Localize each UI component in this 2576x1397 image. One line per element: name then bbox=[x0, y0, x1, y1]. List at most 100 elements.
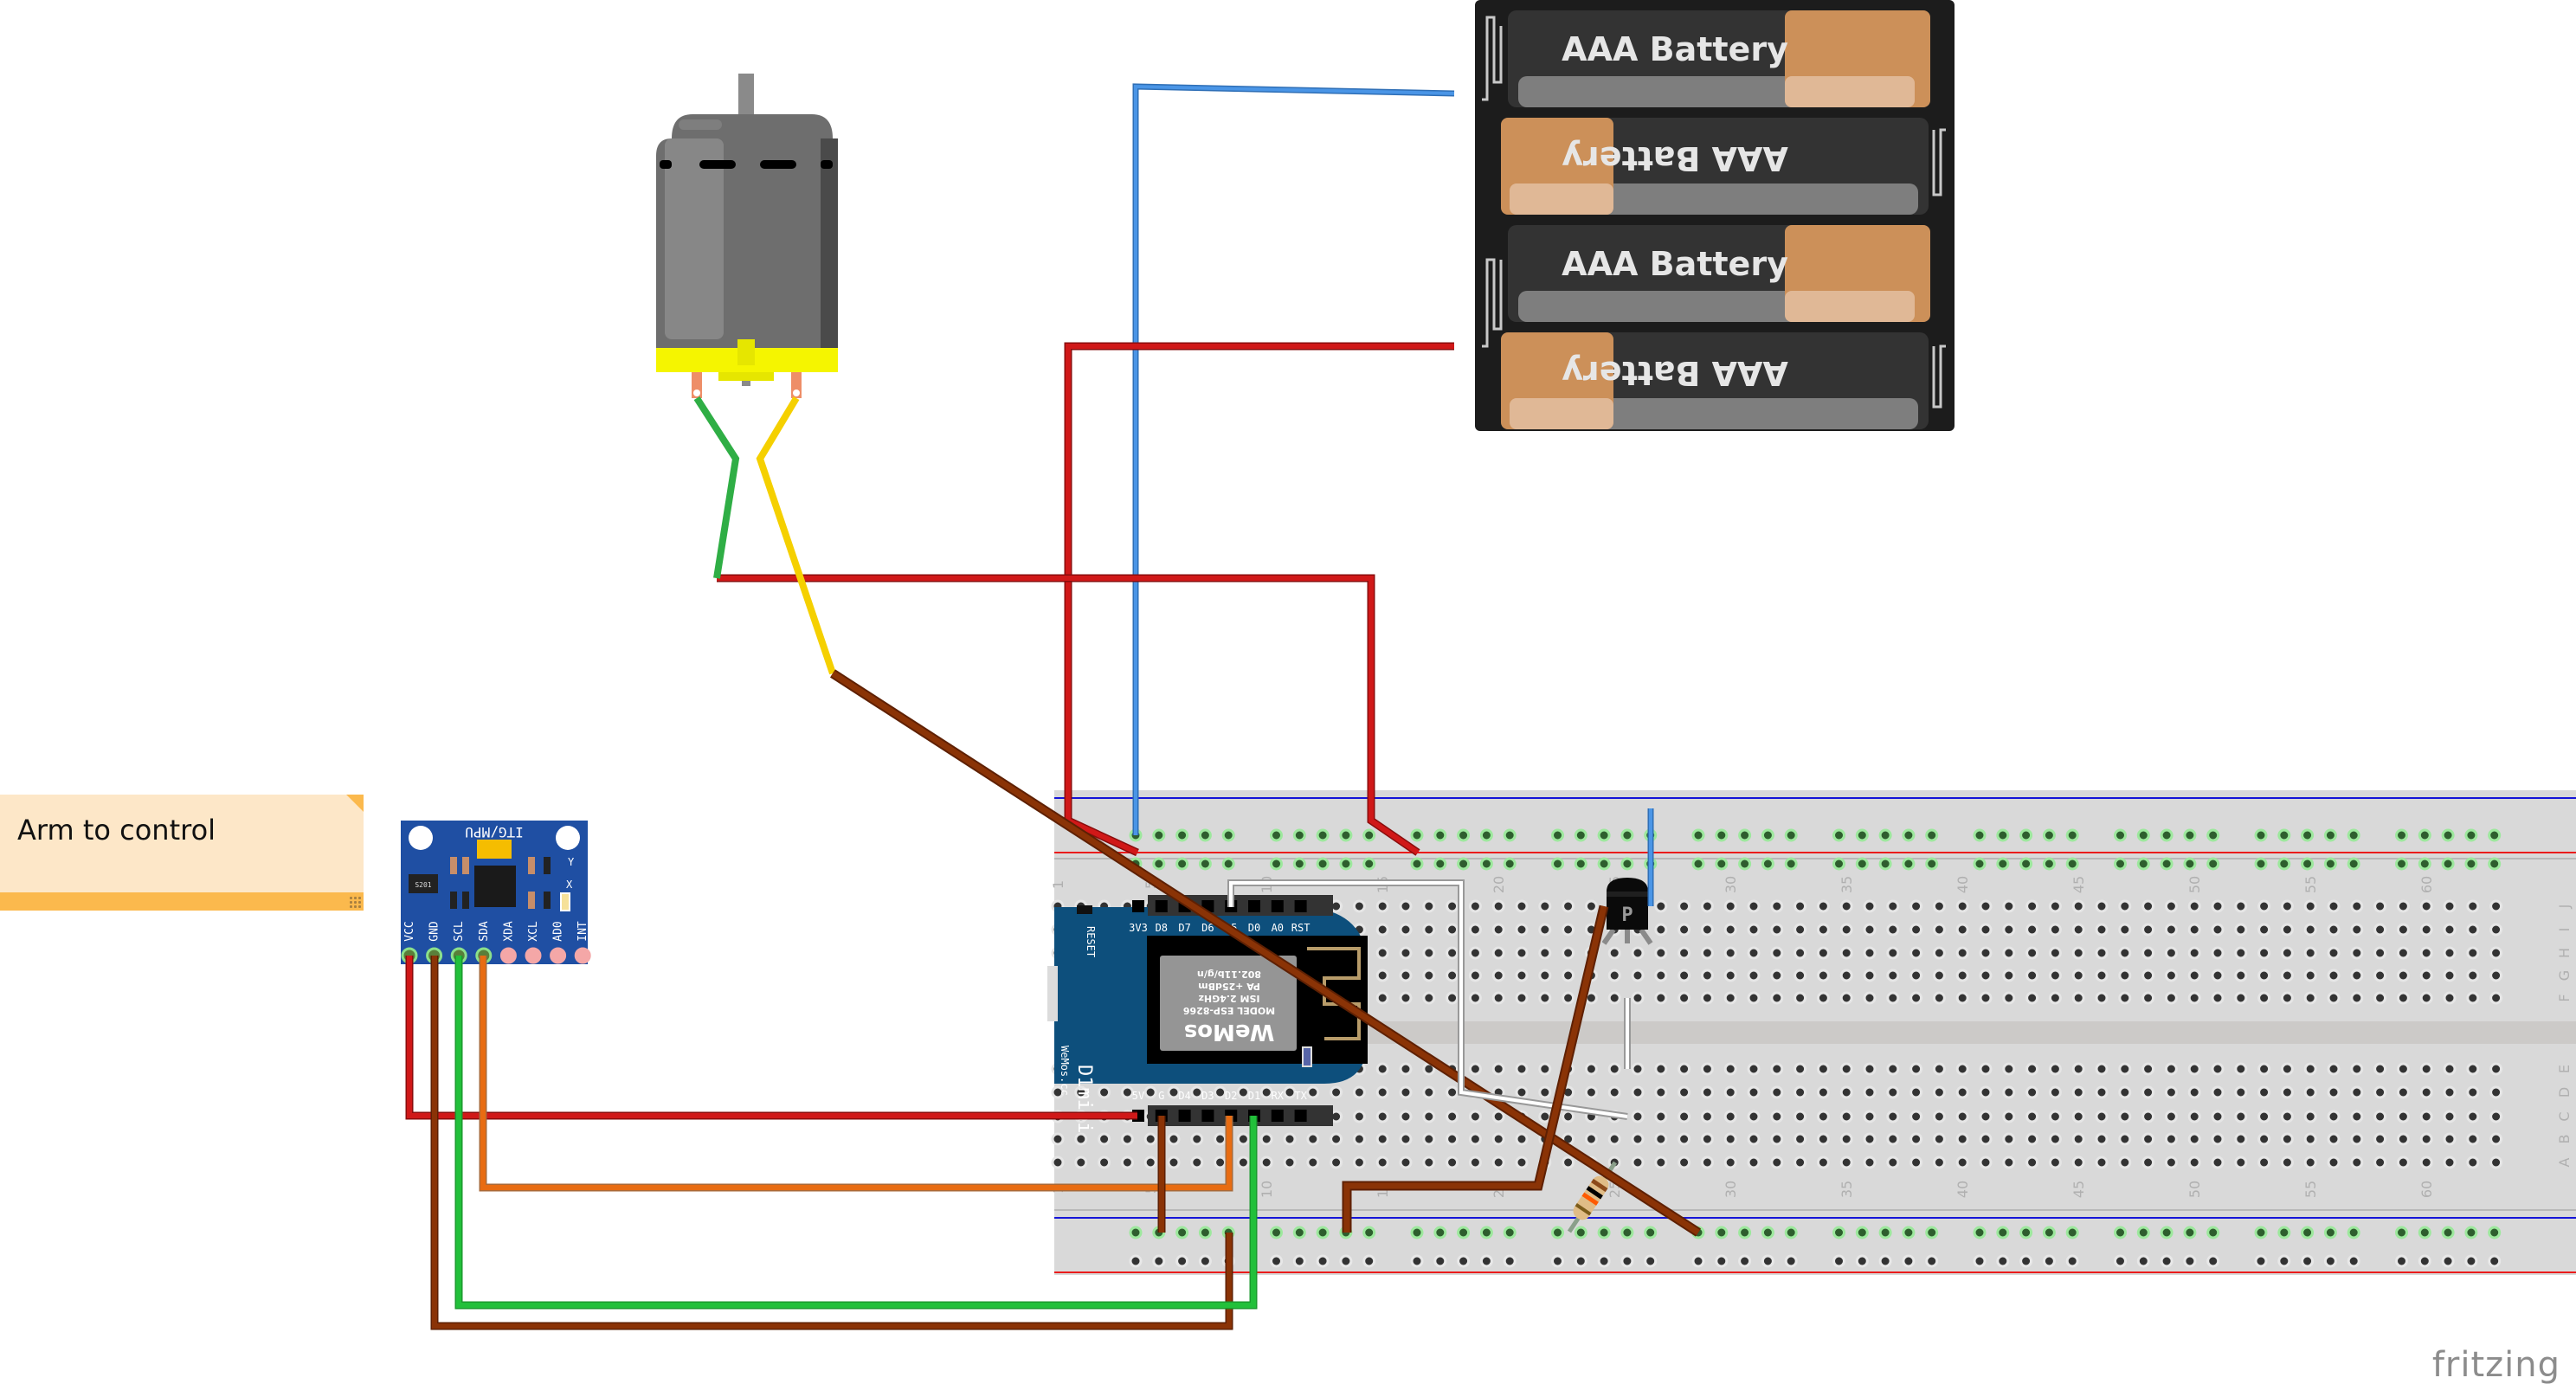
rail-hole[interactable] bbox=[1715, 1226, 1729, 1239]
breadboard-hole[interactable] bbox=[1770, 1110, 1784, 1123]
rail-hole[interactable] bbox=[1433, 857, 1447, 871]
breadboard-hole[interactable] bbox=[2350, 991, 2364, 1005]
breadboard-hole[interactable] bbox=[2350, 1132, 2364, 1146]
breadboard-hole[interactable] bbox=[1306, 1085, 1320, 1099]
breadboard-hole[interactable] bbox=[1515, 1062, 1529, 1076]
breadboard-hole[interactable] bbox=[2118, 1110, 2132, 1123]
breadboard-hole[interactable] bbox=[1330, 1132, 1343, 1146]
rail-hole[interactable] bbox=[1551, 857, 1564, 871]
breadboard-hole[interactable] bbox=[1932, 1062, 1946, 1076]
breadboard-hole[interactable] bbox=[2095, 991, 2109, 1005]
breadboard-hole[interactable] bbox=[2071, 899, 2085, 913]
rail-hole[interactable] bbox=[1316, 857, 1330, 871]
breadboard-hole[interactable] bbox=[2350, 1085, 2364, 1099]
rail-hole[interactable] bbox=[2065, 857, 2079, 871]
breadboard-hole[interactable] bbox=[1236, 1156, 1250, 1169]
mpu-pin[interactable] bbox=[574, 947, 591, 964]
breadboard-hole[interactable] bbox=[1816, 1085, 1830, 1099]
rail-hole[interactable] bbox=[1362, 828, 1376, 842]
breadboard-hole[interactable] bbox=[2373, 923, 2387, 937]
breadboard-hole[interactable] bbox=[1167, 1156, 1181, 1169]
breadboard-hole[interactable] bbox=[2373, 1156, 2387, 1169]
breadboard-hole[interactable] bbox=[1051, 1132, 1065, 1146]
breadboard-hole[interactable] bbox=[1909, 1062, 1923, 1076]
wemos-pin[interactable] bbox=[1294, 1110, 1307, 1122]
rail-hole[interactable] bbox=[2277, 857, 2291, 871]
breadboard-hole[interactable] bbox=[2048, 923, 2062, 937]
rail-hole[interactable] bbox=[1457, 1254, 1471, 1268]
rail-hole[interactable] bbox=[1738, 828, 1752, 842]
breadboard-hole[interactable] bbox=[1491, 1156, 1505, 1169]
breadboard-hole[interactable] bbox=[2489, 1132, 2503, 1146]
breadboard-hole[interactable] bbox=[2071, 1132, 2085, 1146]
breadboard-hole[interactable] bbox=[2419, 899, 2433, 913]
breadboard-hole[interactable] bbox=[2025, 969, 2039, 982]
rail-hole[interactable] bbox=[1620, 1226, 1634, 1239]
breadboard-hole[interactable] bbox=[2211, 969, 2225, 982]
breadboard-hole[interactable] bbox=[1491, 969, 1505, 982]
breadboard-hole[interactable] bbox=[1375, 1132, 1389, 1146]
breadboard-hole[interactable] bbox=[2141, 899, 2155, 913]
breadboard-hole[interactable] bbox=[1352, 1132, 1366, 1146]
breadboard-hole[interactable] bbox=[2048, 1132, 2062, 1146]
breadboard-hole[interactable] bbox=[1932, 923, 1946, 937]
breadboard-hole[interactable] bbox=[1422, 923, 1436, 937]
breadboard-hole[interactable] bbox=[1654, 923, 1668, 937]
breadboard-hole[interactable] bbox=[2118, 1062, 2132, 1076]
breadboard-hole[interactable] bbox=[2466, 1062, 2480, 1076]
breadboard-hole[interactable] bbox=[2187, 1085, 2201, 1099]
breadboard-hole[interactable] bbox=[1446, 1156, 1459, 1169]
breadboard-hole[interactable] bbox=[1051, 1085, 1065, 1099]
breadboard-hole[interactable] bbox=[1446, 1085, 1459, 1099]
breadboard-hole[interactable] bbox=[2443, 991, 2457, 1005]
breadboard-hole[interactable] bbox=[2280, 946, 2294, 960]
breadboard-hole[interactable] bbox=[2048, 946, 2062, 960]
breadboard-hole[interactable] bbox=[1955, 1085, 1969, 1099]
breadboard-hole[interactable] bbox=[2466, 1132, 2480, 1146]
breadboard-hole[interactable] bbox=[2071, 969, 2085, 982]
breadboard-hole[interactable] bbox=[2234, 1062, 2248, 1076]
breadboard-hole[interactable] bbox=[1863, 1085, 1877, 1099]
rail-hole[interactable] bbox=[1129, 1226, 1143, 1239]
rail-hole[interactable] bbox=[1574, 828, 1587, 842]
breadboard-hole[interactable] bbox=[1399, 1062, 1413, 1076]
breadboard-hole[interactable] bbox=[1631, 1085, 1645, 1099]
breadboard-hole[interactable] bbox=[1515, 899, 1529, 913]
wire-motor-yellow-lead[interactable] bbox=[756, 396, 836, 675]
breadboard-hole[interactable] bbox=[2002, 1156, 2016, 1169]
breadboard-hole[interactable] bbox=[1700, 1085, 1714, 1099]
breadboard-hole[interactable] bbox=[1399, 969, 1413, 982]
rail-hole[interactable] bbox=[1362, 1254, 1376, 1268]
breadboard-hole[interactable] bbox=[1422, 991, 1436, 1005]
breadboard-hole[interactable] bbox=[1886, 923, 1900, 937]
rail-hole[interactable] bbox=[1996, 857, 2010, 871]
breadboard-hole[interactable] bbox=[1955, 969, 1969, 982]
rail-hole[interactable] bbox=[1715, 828, 1729, 842]
breadboard-hole[interactable] bbox=[1538, 1110, 1552, 1123]
breadboard-hole[interactable] bbox=[1375, 1110, 1389, 1123]
breadboard-hole[interactable] bbox=[1283, 1132, 1297, 1146]
rail-hole[interactable] bbox=[1855, 857, 1869, 871]
breadboard-hole[interactable] bbox=[1654, 991, 1668, 1005]
breadboard-hole[interactable] bbox=[1399, 1156, 1413, 1169]
breadboard-hole[interactable] bbox=[1375, 969, 1389, 982]
breadboard-hole[interactable] bbox=[2071, 991, 2085, 1005]
breadboard-hole[interactable] bbox=[1770, 1132, 1784, 1146]
breadboard-hole[interactable] bbox=[2164, 991, 2178, 1005]
breadboard-hole[interactable] bbox=[1468, 1110, 1482, 1123]
breadboard-hole[interactable] bbox=[2280, 991, 2294, 1005]
breadboard-hole[interactable] bbox=[1700, 946, 1714, 960]
breadboard-hole[interactable] bbox=[2280, 1085, 2294, 1099]
breadboard-hole[interactable] bbox=[2373, 899, 2387, 913]
rail-hole[interactable] bbox=[1996, 1226, 2010, 1239]
breadboard-hole[interactable] bbox=[2419, 1132, 2433, 1146]
breadboard-hole[interactable] bbox=[1375, 991, 1389, 1005]
breadboard-hole[interactable] bbox=[1794, 923, 1807, 937]
breadboard-hole[interactable] bbox=[2443, 946, 2457, 960]
breadboard-hole[interactable] bbox=[2466, 1085, 2480, 1099]
breadboard-hole[interactable] bbox=[2071, 1110, 2085, 1123]
breadboard-hole[interactable] bbox=[2141, 1132, 2155, 1146]
breadboard-hole[interactable] bbox=[1839, 899, 1853, 913]
rail-hole[interactable] bbox=[2277, 828, 2291, 842]
